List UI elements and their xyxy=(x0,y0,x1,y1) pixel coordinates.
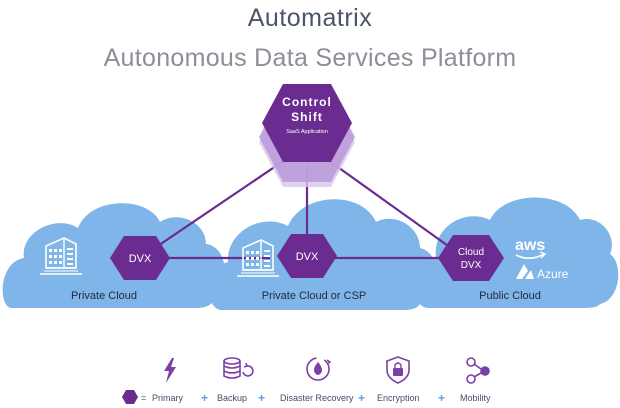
cloud-label: Private Cloud xyxy=(71,290,137,302)
primary-hexagon-icon xyxy=(122,390,138,404)
legend-plus: + xyxy=(258,391,265,405)
dvx-label: DVX xyxy=(129,253,152,265)
legend-plus: + xyxy=(438,391,445,405)
legend-plus: + xyxy=(358,391,365,405)
cloud-label: Private Cloud or CSP xyxy=(262,290,367,302)
shield-lock-icon xyxy=(386,356,410,384)
legend-item: Encryption xyxy=(377,393,420,403)
hub-caption: SaaS Application xyxy=(286,129,328,135)
legend-equals: = xyxy=(141,393,146,403)
page-title: Automatrix xyxy=(247,4,373,32)
mobility-icon xyxy=(466,357,490,384)
dvx-node-csp[interactable]: DVX xyxy=(277,234,337,278)
page-subtitle: Autonomous Data Services Platform xyxy=(103,44,517,72)
disaster-recovery-icon xyxy=(306,357,332,381)
legend-item: Disaster Recovery xyxy=(280,393,354,403)
lightning-icon xyxy=(164,358,176,383)
legend: = Primary + Backup + Disaster Recovery + xyxy=(122,356,491,405)
aws-text: aws xyxy=(515,237,545,254)
legend-plus: + xyxy=(201,391,208,405)
control-shift-hub[interactable]: Control Shift SaaS Application xyxy=(259,84,355,187)
cloud-label: Public Cloud xyxy=(479,290,541,302)
hub-line2: Shift xyxy=(291,110,323,124)
azure-text: Azure xyxy=(537,267,569,281)
dvx-label: DVX xyxy=(296,251,319,263)
aws-logo: aws xyxy=(515,237,547,260)
database-icon xyxy=(223,357,254,379)
legend-item: Backup xyxy=(217,393,247,403)
cloud-dvx-node[interactable]: Cloud DVX xyxy=(438,235,504,281)
legend-item: Mobility xyxy=(460,393,491,403)
dvx-node-private[interactable]: DVX xyxy=(110,236,170,280)
cloud-dvx-line1: Cloud xyxy=(458,247,484,258)
hub-line1: Control xyxy=(282,95,332,109)
azure-logo: Azure xyxy=(516,264,569,281)
legend-item: Primary xyxy=(152,393,183,403)
cloud-dvx-line2: DVX xyxy=(461,260,482,271)
